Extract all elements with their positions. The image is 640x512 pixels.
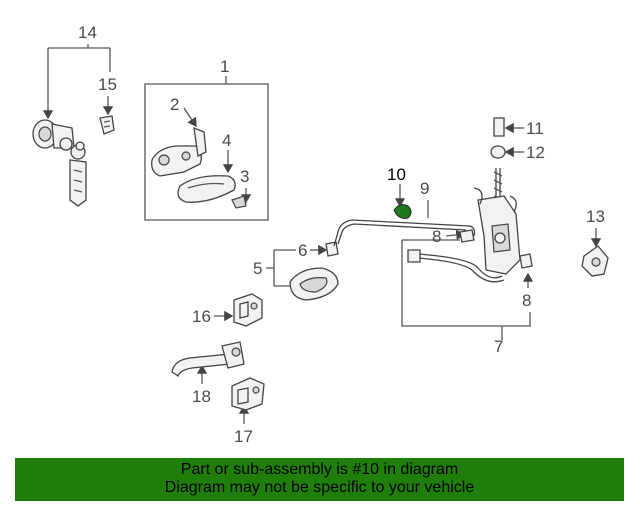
part-10-highlight xyxy=(393,204,412,219)
callout-11: 11 xyxy=(526,119,544,138)
parts-diagram: 14 15 1 2 4 3 6 5 xyxy=(32,23,609,446)
part-11 xyxy=(493,117,505,137)
callout-7: 7 xyxy=(494,337,503,356)
callout-10: 10 xyxy=(387,165,406,184)
callout-1: 1 xyxy=(220,57,229,76)
box-1 xyxy=(144,83,269,221)
callout-8-top: 8 xyxy=(432,227,441,246)
rod-9-part xyxy=(333,219,476,247)
clip-8-top-part xyxy=(459,229,475,243)
callout-2: 2 xyxy=(170,95,179,114)
part-13-hole xyxy=(591,257,601,267)
callout-14-group: 14 xyxy=(42,23,111,120)
bracket-7 xyxy=(401,240,531,340)
callout-3: 3 xyxy=(240,167,249,186)
callout-14: 14 xyxy=(78,23,97,42)
clip-8-side-part xyxy=(519,253,533,269)
hinge-upper-part xyxy=(233,293,263,327)
lock-cylinder-part xyxy=(32,119,87,207)
callout-5: 5 xyxy=(253,259,262,278)
inside-handle-part xyxy=(289,267,339,301)
banner-line-1: Part or sub-assembly is #10 in diagram xyxy=(180,461,459,478)
callout-12: 12 xyxy=(526,143,545,162)
callout-16: 16 xyxy=(192,307,211,326)
latch-cable-part xyxy=(407,249,505,283)
handle-cap-part xyxy=(231,195,247,209)
handle-frame-part xyxy=(151,126,207,177)
leader-2 xyxy=(183,107,197,128)
callout-15: 15 xyxy=(98,75,117,94)
outer-handle-part xyxy=(177,175,236,203)
callout-13: 13 xyxy=(586,207,605,226)
callout-17: 17 xyxy=(234,427,253,446)
callout-6: 6 xyxy=(298,241,307,260)
banner-line-2: Diagram may not be specific to your vehi… xyxy=(164,479,475,496)
hinge-lower-part xyxy=(231,377,265,411)
door-check-part xyxy=(171,341,245,378)
callout-8-side: 8 xyxy=(522,291,531,310)
leader-14 xyxy=(47,44,111,118)
callout-9: 9 xyxy=(420,179,429,198)
leader-5 xyxy=(266,249,296,287)
rod-clip-part xyxy=(325,241,339,257)
part-12 xyxy=(490,145,506,159)
callout-18: 18 xyxy=(192,387,211,406)
callout-4: 4 xyxy=(222,131,231,150)
door-lock-actuator-part xyxy=(473,168,521,275)
key-part xyxy=(99,115,115,135)
info-banner: Part or sub-assembly is #10 in diagram D… xyxy=(15,458,624,501)
rod-9-inner xyxy=(337,223,467,245)
